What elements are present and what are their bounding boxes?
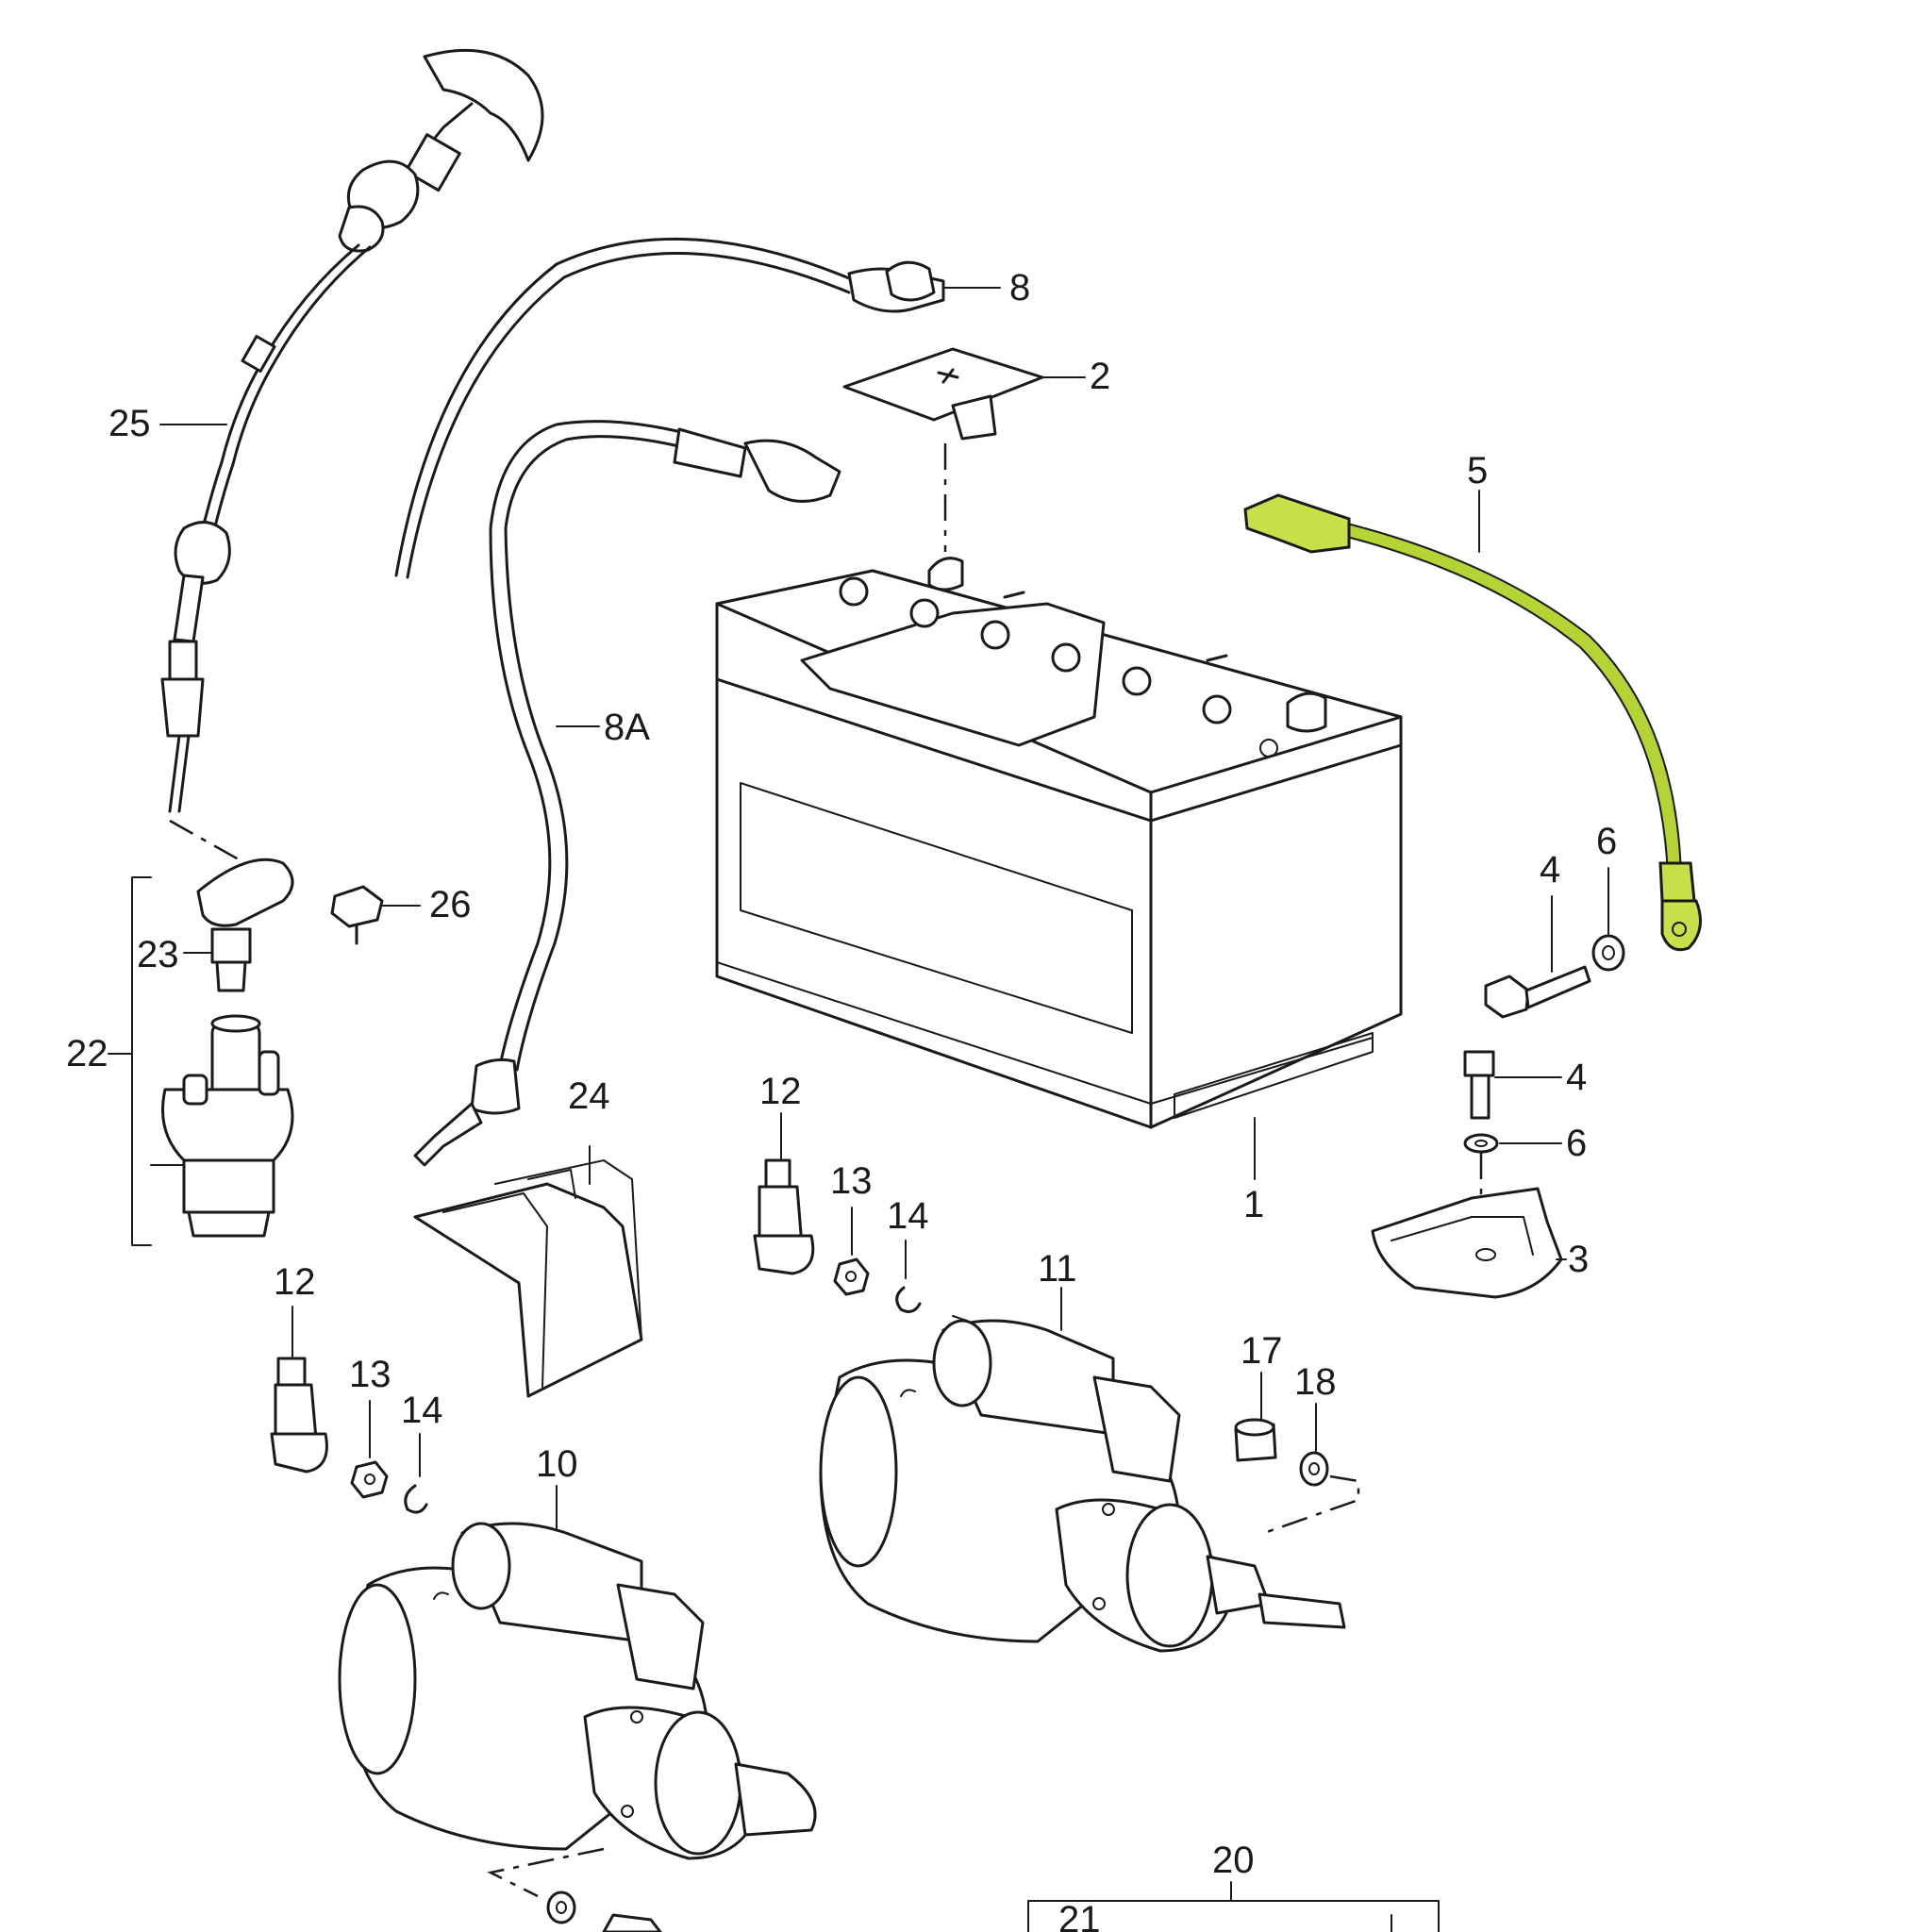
label-11: 11: [1038, 1248, 1077, 1290]
label-13-upper: 13: [830, 1160, 873, 1202]
part-8-battery-cable[interactable]: [394, 237, 945, 579]
label-2: 2: [1090, 356, 1110, 397]
label-8a: 8A: [604, 707, 650, 748]
part-25-pull-handle-cable[interactable]: [160, 48, 544, 865]
label-4-upper: 4: [1540, 849, 1560, 891]
label-6-upper: 6: [1596, 821, 1617, 862]
label-14-lower: 14: [401, 1390, 443, 1431]
part-13-nut-upper[interactable]: [833, 1257, 870, 1296]
label-12-lower: 12: [274, 1261, 316, 1303]
label-8: 8: [1009, 267, 1030, 308]
label-21: 21: [1058, 1899, 1101, 1932]
part-11-starter-motor[interactable]: [819, 1315, 1346, 1653]
part-3-mounting-bracket[interactable]: [1371, 1187, 1563, 1299]
part-18-washer[interactable]: [1299, 1451, 1329, 1487]
label-25: 25: [108, 403, 151, 444]
label-14-upper: 14: [887, 1195, 929, 1237]
part-4-bolt-lower[interactable]: [1463, 1050, 1495, 1120]
label-10: 10: [536, 1443, 578, 1485]
part-17-bushing[interactable]: [1234, 1418, 1277, 1462]
part-6-washer-upper[interactable]: [1591, 934, 1625, 972]
part-10-starter-motor[interactable]: [338, 1522, 817, 1860]
label-22: 22: [66, 1033, 108, 1074]
part-13-nut-lower[interactable]: [350, 1460, 389, 1499]
part-8a-ground-cable[interactable]: [413, 420, 841, 1167]
label-24: 24: [568, 1075, 610, 1117]
part-12-terminal-upper[interactable]: [753, 1158, 815, 1275]
label-6-lower: 6: [1566, 1123, 1587, 1164]
label-5: 5: [1467, 450, 1488, 491]
part-23-switch-key[interactable]: [196, 858, 294, 992]
part-5-ground-strap[interactable]: [1243, 493, 1702, 952]
part-26-screw[interactable]: [330, 885, 384, 945]
part-12-terminal-lower[interactable]: [270, 1357, 328, 1474]
label-20: 20: [1212, 1840, 1255, 1881]
part-14-washer-upper[interactable]: [895, 1286, 922, 1313]
label-23: 23: [137, 934, 179, 975]
label-13-lower: 13: [349, 1354, 391, 1395]
part-washer-bottom[interactable]: [546, 1890, 576, 1924]
label-26: 26: [429, 884, 472, 925]
part-14-washer-lower[interactable]: [404, 1484, 428, 1514]
label-18: 18: [1294, 1361, 1337, 1403]
label-1: 1: [1243, 1184, 1264, 1225]
part-1-battery[interactable]: [715, 557, 1403, 1129]
label-12-upper: 12: [759, 1071, 802, 1112]
part-4-bolt-upper[interactable]: [1484, 965, 1591, 1019]
label-3: 3: [1568, 1239, 1589, 1280]
label-4-lower: 4: [1566, 1057, 1587, 1098]
label-17: 17: [1241, 1330, 1283, 1372]
part-6-washer-lower[interactable]: [1463, 1133, 1499, 1154]
part-24-heat-shield[interactable]: [413, 1159, 643, 1398]
part-22-switch[interactable]: [150, 1014, 294, 1238]
part-2-cover-plate[interactable]: [842, 347, 1044, 441]
